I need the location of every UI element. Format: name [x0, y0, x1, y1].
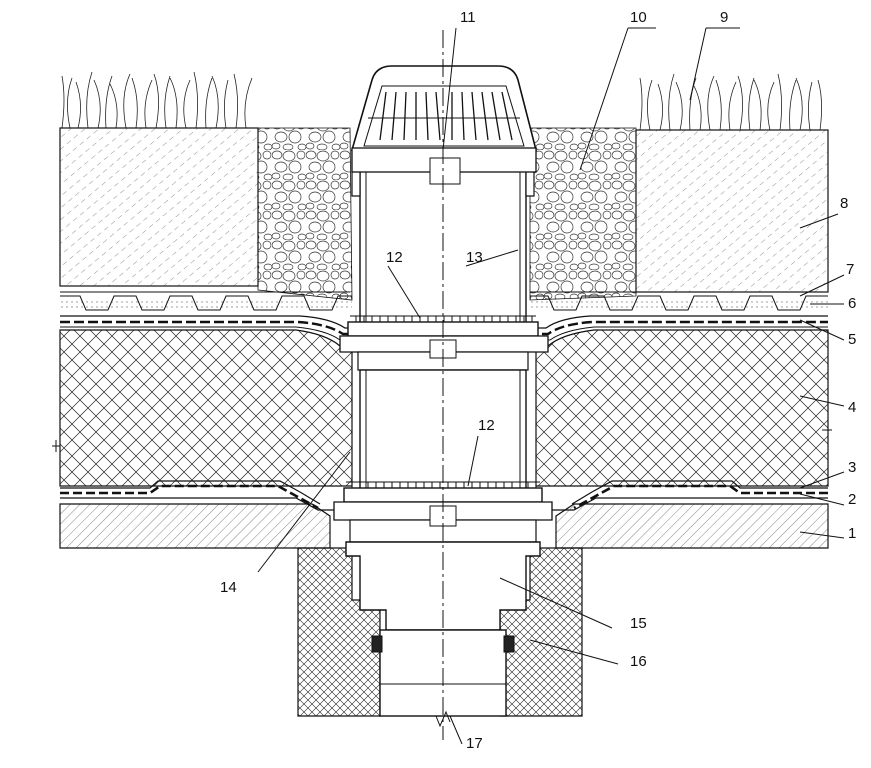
soil-block-left: [59, 127, 259, 287]
callout-9: 9: [720, 9, 728, 26]
callout-16: 16: [630, 653, 647, 670]
insulation-left: [59, 329, 353, 487]
callout-15: 15: [630, 615, 647, 632]
callout-8: 8: [840, 195, 848, 212]
callout-6: 6: [848, 295, 856, 312]
grate-slats: [368, 91, 520, 141]
callout-14: 14: [220, 579, 237, 596]
gravel-right: [529, 127, 637, 301]
drainage-sheet-right: [530, 291, 828, 311]
grass-left: [61, 71, 253, 129]
callout-7: 7: [846, 261, 854, 278]
callout-17: 17: [466, 735, 483, 752]
callout-13: 13: [466, 249, 483, 266]
callout-5: 5: [848, 331, 856, 348]
lower-membrane: [60, 480, 828, 511]
gravel-left: [257, 127, 353, 301]
callout-4: 4: [848, 399, 856, 416]
callout-10: 10: [630, 9, 647, 26]
callout-12-upper: 12: [386, 249, 403, 266]
slab-left: [59, 503, 331, 549]
leader-lines: [257, 27, 845, 745]
grass-right: [639, 73, 822, 131]
callout-2: 2: [848, 491, 856, 508]
flange-teeth: [346, 315, 540, 489]
callout-3: 3: [848, 459, 856, 476]
drainage-sheet-left: [60, 291, 352, 311]
insulation-right: [535, 329, 829, 487]
callout-11: 11: [460, 9, 476, 26]
slab-right: [555, 503, 829, 549]
callout-12-lower: 12: [478, 417, 495, 434]
break-marks: [52, 424, 832, 728]
callout-1: 1: [848, 525, 856, 542]
callout-labels: 11 10 9 8 7 6 5 4 3 2 1 12 13 12 14 15 1…: [220, 9, 856, 752]
soil-block-right: [635, 129, 829, 293]
